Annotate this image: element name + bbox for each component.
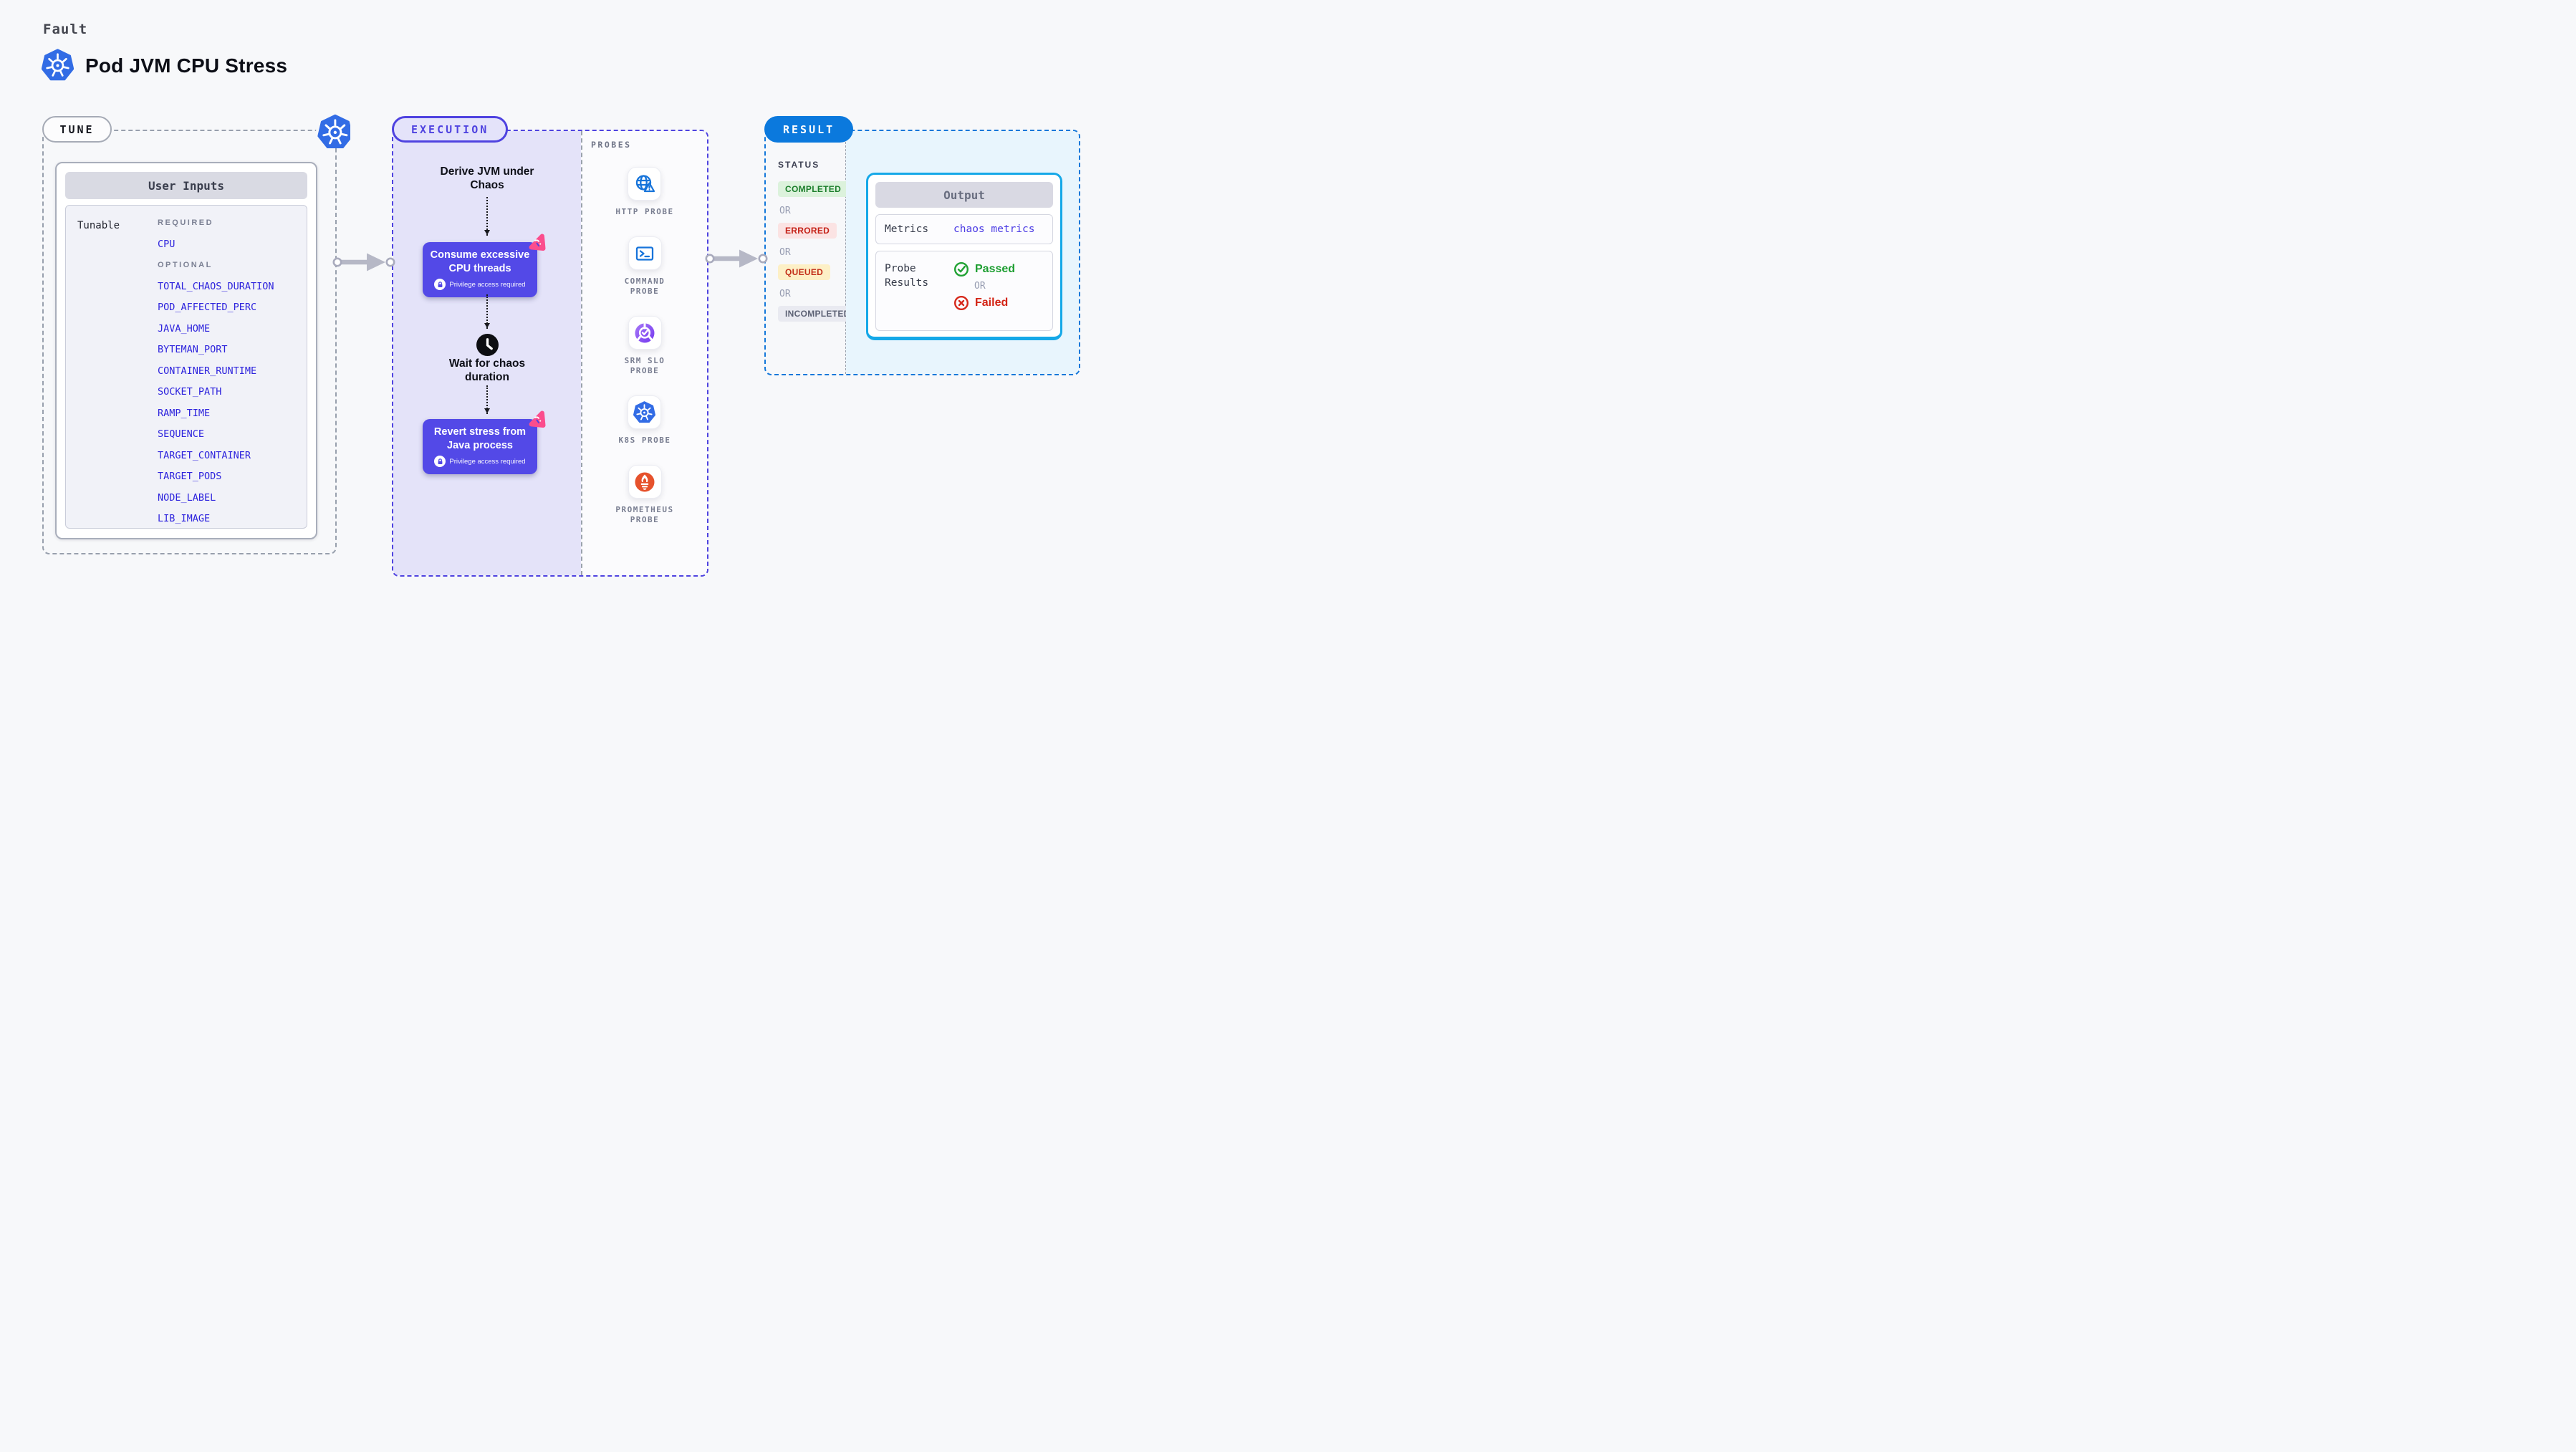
probe-k8s: K8S PROBE xyxy=(618,395,671,446)
terminal-icon xyxy=(628,236,662,270)
node-label: Revert stress from Java process xyxy=(433,426,527,451)
metrics-value: chaos metrics xyxy=(953,223,1035,235)
fault-diagram: Fault Pod JVM CPU Stress TUNE User Input… xyxy=(0,0,1115,633)
clock-icon xyxy=(476,334,499,356)
param-item: JAVA_HOME xyxy=(158,322,211,335)
param-item: NODE_LABEL xyxy=(158,491,216,504)
dotted-arrow-down xyxy=(484,197,490,236)
optional-label: OPTIONAL xyxy=(158,261,213,269)
or-label: OR xyxy=(779,247,791,258)
privilege-label: Privilege access required xyxy=(449,280,526,289)
probe-results-values: Passed OR Failed xyxy=(953,261,1015,330)
privilege-label: Privilege access required xyxy=(449,457,526,466)
execution-flow: Derive JVM under Chaos Consume excessive… xyxy=(393,131,581,575)
tunable-label: Tunable xyxy=(77,220,120,231)
dotted-arrow-down xyxy=(484,385,490,414)
slo-check-icon xyxy=(628,316,662,350)
lock-icon xyxy=(434,279,446,290)
param-item: TARGET_PODS xyxy=(158,471,222,482)
chaos-sparkle-icon xyxy=(529,410,546,428)
title-row: Pod JVM CPU Stress xyxy=(42,49,287,82)
revert-stress-node: Revert stress from Java process Privileg… xyxy=(423,410,546,474)
probe-prometheus: PROMETHEUS PROBE xyxy=(612,465,678,525)
x-circle-icon xyxy=(953,295,969,311)
param-item: CPU xyxy=(158,238,176,250)
param-item: RAMP_TIME xyxy=(158,407,211,419)
output-card: Output Metrics chaos metrics Probe Resul… xyxy=(866,173,1062,340)
probe-label: K8S PROBE xyxy=(618,436,671,445)
kubernetes-icon xyxy=(628,395,662,429)
privilege-row: Privilege access required xyxy=(428,279,532,290)
status-column: STATUS COMPLETED OR ERRORED OR QUEUED OR… xyxy=(766,131,857,374)
tune-pill: TUNE xyxy=(42,116,112,143)
param-item: CONTAINER_RUNTIME xyxy=(158,365,257,377)
failed-label: Failed xyxy=(975,297,1009,309)
or-label: OR xyxy=(974,281,986,292)
param-list: REQUIRED CPU OPTIONAL TOTAL_CHAOS_DURATI… xyxy=(158,213,274,530)
failed-line: Failed xyxy=(953,295,1015,311)
step-wait-label: Wait for chaos duration xyxy=(448,357,526,383)
probe-label: SRM SLO PROBE xyxy=(624,356,665,375)
param-item: LIB_IMAGE xyxy=(158,513,211,524)
execution-section-box: Derive JVM under Chaos Consume excessive… xyxy=(392,130,708,577)
user-inputs-body: Tunable REQUIRED CPU OPTIONAL TOTAL_CHAO… xyxy=(65,205,307,529)
tune-section-box xyxy=(42,130,337,554)
result-output-area: Output Metrics chaos metrics Probe Resul… xyxy=(846,131,1079,374)
probes-title: PROBES xyxy=(591,140,632,150)
consume-cpu-node: Consume excessive CPU threads Privilege … xyxy=(423,234,546,297)
page-title: Pod JVM CPU Stress xyxy=(85,54,288,77)
result-pill: RESULT xyxy=(764,116,854,143)
param-item: POD_AFFECTED_PERC xyxy=(158,302,257,313)
privilege-row: Privilege access required xyxy=(428,456,532,467)
metrics-row: Metrics chaos metrics xyxy=(875,214,1053,244)
param-item: BYTEMAN_PORT xyxy=(158,344,228,355)
status-badge-errored: ERRORED xyxy=(778,223,837,239)
or-label: OR xyxy=(779,206,791,216)
param-item: TOTAL_CHAOS_DURATION xyxy=(158,280,274,292)
output-header: Output xyxy=(875,182,1053,208)
status-badge-incompleted: INCOMPLETED xyxy=(778,306,857,322)
globe-alert-icon xyxy=(628,167,662,201)
status-badge-queued: QUEUED xyxy=(778,264,831,280)
lock-icon xyxy=(434,456,446,467)
probe-results-row: Probe Results Passed OR xyxy=(875,251,1053,331)
kubernetes-icon xyxy=(315,112,350,148)
or-label: OR xyxy=(779,289,791,299)
probes-panel: PROBES xyxy=(581,131,707,575)
probe-command: COMMAND PROBE xyxy=(612,236,678,297)
user-inputs-card: User Inputs Tunable REQUIRED CPU OPTIONA… xyxy=(55,162,317,539)
step-derive-label: Derive JVM under Chaos xyxy=(440,165,534,191)
user-inputs-header: User Inputs xyxy=(65,172,307,199)
param-item: TARGET_CONTAINER xyxy=(158,449,251,461)
check-circle-icon xyxy=(953,261,969,277)
status-label: STATUS xyxy=(778,160,820,170)
fault-eyebrow: Fault xyxy=(43,21,88,37)
param-item: SOCKET_PATH xyxy=(158,386,222,398)
probe-srm-slo: SRM SLO PROBE xyxy=(612,316,678,376)
probe-label: HTTP PROBE xyxy=(615,207,674,216)
dotted-arrow-down xyxy=(484,294,490,329)
node-label: Consume excessive CPU threads xyxy=(430,249,530,274)
prometheus-icon xyxy=(628,465,662,499)
param-item: SEQUENCE xyxy=(158,428,205,440)
metrics-label: Metrics xyxy=(885,223,929,235)
status-badge-completed: COMPLETED xyxy=(778,181,849,197)
probe-label: PROMETHEUS PROBE xyxy=(615,505,674,524)
probe-label: COMMAND PROBE xyxy=(624,277,665,296)
required-label: REQUIRED xyxy=(158,218,214,227)
flow-arrow-tune-to-execution xyxy=(332,253,395,271)
kubernetes-icon xyxy=(42,49,74,82)
probe-http: HTTP PROBE xyxy=(615,167,673,217)
probe-results-label: Probe Results xyxy=(885,263,929,289)
chaos-sparkle-icon xyxy=(529,234,546,251)
execution-pill: EXECUTION xyxy=(392,116,509,143)
status-stack: COMPLETED OR ERRORED OR QUEUED OR INCOMP… xyxy=(778,181,857,322)
result-section-box: STATUS COMPLETED OR ERRORED OR QUEUED OR… xyxy=(764,130,1080,375)
passed-line: Passed xyxy=(953,261,1015,277)
flow-arrow-execution-to-result xyxy=(705,249,768,268)
probe-list: HTTP PROBE COMMAND PROBE xyxy=(582,167,707,525)
passed-label: Passed xyxy=(975,263,1016,275)
